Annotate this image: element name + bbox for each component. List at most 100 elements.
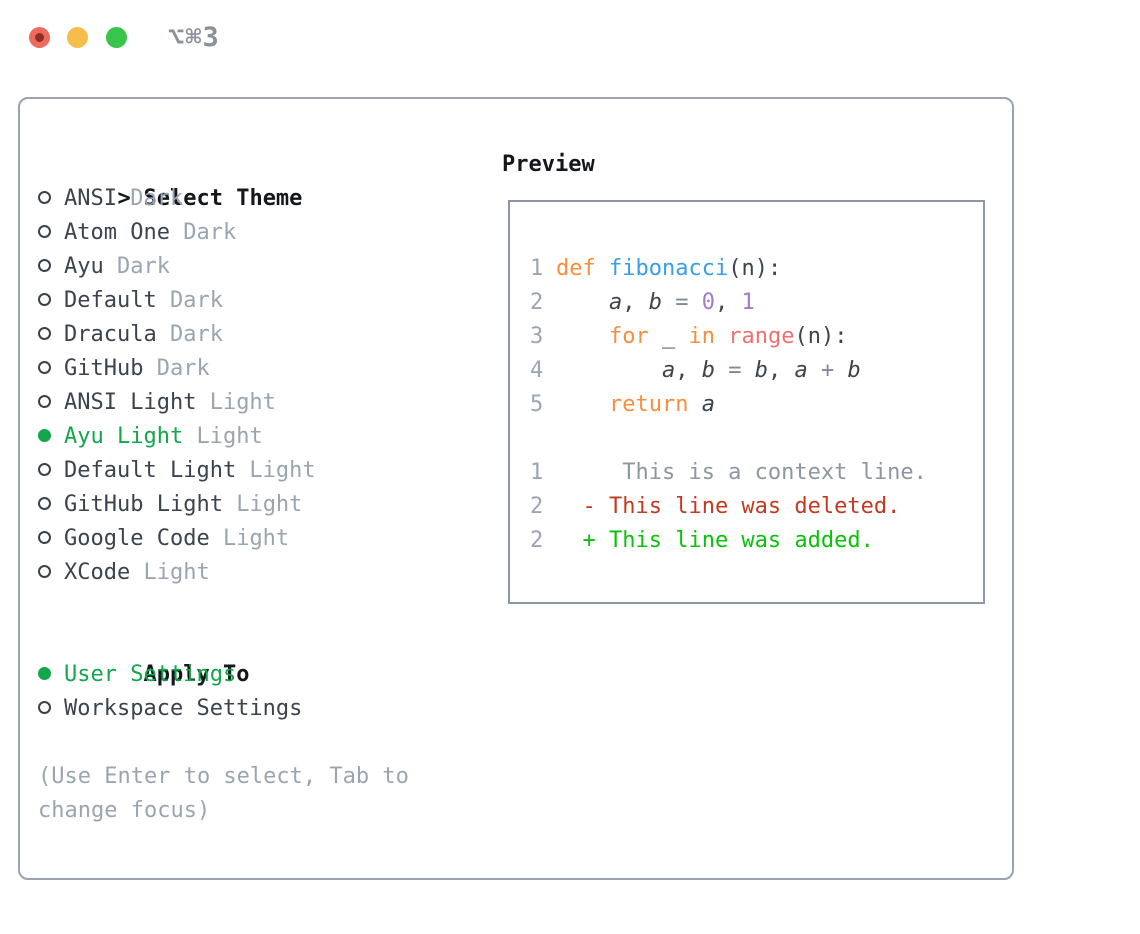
radio-marker [38, 216, 64, 250]
radio-unselected-icon [38, 564, 51, 578]
code-segment [556, 392, 609, 417]
theme-item-default[interactable]: Default Dark [38, 284, 409, 318]
theme-name: ANSI [64, 186, 117, 211]
theme-variant: Dark [116, 186, 184, 211]
code-segment: , [714, 290, 742, 315]
code-line: 2 + This line was added. [530, 524, 973, 558]
code-segment: fibonacci [608, 256, 729, 281]
line-number: 3 [530, 324, 544, 349]
line-number: 2 [530, 528, 544, 553]
code-segment [834, 358, 847, 383]
code-segment: (n): [794, 324, 848, 349]
code-line: 1 This is a context line. [530, 456, 973, 490]
minimize-button[interactable] [67, 27, 88, 48]
theme-item-ayu[interactable]: Ayu Dark [38, 250, 409, 284]
code-segment: b [754, 358, 768, 383]
theme-name: XCode [64, 560, 131, 585]
code-segment: a [608, 290, 623, 315]
code-segment [715, 358, 728, 383]
code-segment: b [701, 358, 715, 383]
code-segment: range [728, 324, 795, 349]
code-segment: return [608, 392, 689, 417]
window-titlebar: ⌥⌘3 [0, 0, 1140, 75]
hint-line: change focus) [38, 798, 211, 823]
radio-marker [38, 386, 64, 420]
radio-unselected-icon [38, 326, 51, 340]
theme-item-ansi[interactable]: ANSI Dark [38, 182, 409, 216]
radio-marker [38, 454, 64, 488]
theme-item-ansi-light[interactable]: ANSI Light Light [38, 386, 409, 420]
spacer [38, 590, 409, 624]
code-segment: , [622, 290, 649, 315]
code-segment [741, 358, 754, 383]
code-segment [688, 290, 701, 315]
select-theme-title: Select Theme [143, 186, 303, 211]
close-button[interactable] [29, 27, 50, 48]
radio-marker [38, 284, 64, 318]
code-segment: + [820, 358, 835, 383]
theme-variant: Light [222, 492, 303, 517]
theme-item-default-light[interactable]: Default Light Light [38, 454, 409, 488]
radio-marker [38, 420, 64, 454]
radio-selected-icon [38, 666, 51, 680]
radio-marker [38, 692, 64, 726]
theme-name: GitHub [64, 356, 144, 381]
line-number: 5 [530, 392, 544, 417]
apply-option-user-settings[interactable]: User Settings [38, 658, 409, 692]
code-line: 3 for _ in range(n): [530, 320, 973, 354]
radio-marker [38, 488, 64, 522]
radio-unselected-icon [38, 496, 51, 510]
code-segment: def [556, 256, 609, 281]
theme-name: GitHub Light [64, 492, 223, 517]
code-segment: in [688, 324, 715, 349]
code-line: 2 - This line was deleted. [530, 490, 973, 524]
radio-unselected-icon [38, 462, 51, 476]
theme-item-xcode[interactable]: XCode Light [38, 556, 409, 590]
radio-unselected-icon [38, 224, 51, 238]
theme-variant: Light [183, 424, 263, 449]
radio-marker [38, 318, 64, 352]
line-number: 2 [530, 494, 544, 519]
theme-variant: Light [130, 560, 210, 585]
code-segment: a [794, 358, 808, 383]
code-segment [688, 392, 701, 417]
radio-marker [38, 250, 64, 284]
theme-name: Dracula [64, 322, 157, 347]
theme-variant: Dark [169, 220, 237, 245]
theme-item-ayu-light[interactable]: Ayu Light Light [38, 420, 409, 454]
theme-name: Ayu Light [64, 424, 184, 449]
preview-title: Preview [502, 152, 595, 177]
apply-option-workspace-settings[interactable]: Workspace Settings [38, 692, 409, 726]
theme-item-atom-one[interactable]: Atom One Dark [38, 216, 409, 250]
apply-to-header: Apply To [38, 624, 409, 687]
line-number: 4 [530, 358, 544, 383]
radio-marker [38, 182, 64, 216]
code-segment: - This line was deleted. [556, 494, 901, 519]
code-segment: = [728, 358, 742, 383]
code-segment: = [675, 290, 689, 315]
radio-marker [38, 522, 64, 556]
theme-variant: Dark [156, 322, 223, 347]
theme-item-github-light[interactable]: GitHub Light Light [38, 488, 409, 522]
code-line: 5 return a [530, 388, 973, 422]
hint-line: (Use Enter to select, Tab to [38, 764, 409, 789]
keyboard-shortcut-label: ⌥⌘3 [168, 22, 220, 53]
radio-unselected-icon [38, 258, 51, 272]
radio-unselected-icon [38, 360, 51, 374]
theme-item-dracula[interactable]: Dracula Dark [38, 318, 409, 352]
radio-unselected-icon [38, 292, 51, 306]
code-segment: , [767, 358, 795, 383]
theme-item-github[interactable]: GitHub Dark [38, 352, 409, 386]
theme-item-google-code[interactable]: Google Code Light [38, 522, 409, 556]
apply-to-title: Apply To [143, 662, 250, 687]
radio-marker [38, 658, 64, 692]
radio-unselected-icon [38, 700, 51, 714]
zoom-button[interactable] [106, 27, 127, 48]
code-segment [808, 358, 821, 383]
spacer [38, 726, 409, 760]
theme-name: Ayu [64, 254, 104, 279]
